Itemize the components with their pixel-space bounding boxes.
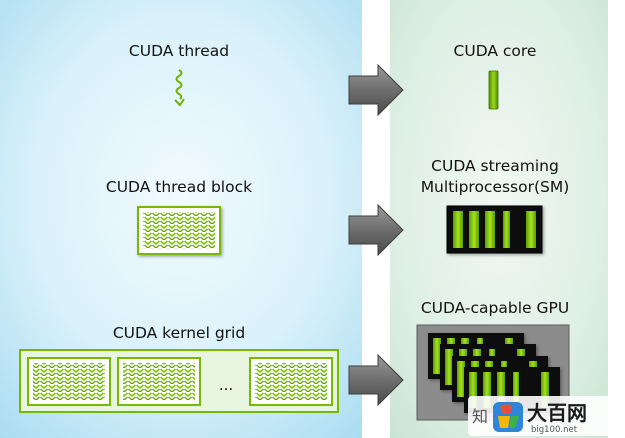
- grid-block-2: [117, 357, 201, 406]
- arrow-thread-to-core-icon: [348, 63, 404, 117]
- sm-label-line1: CUDA streaming: [431, 157, 559, 175]
- arrow-grid-to-gpu-icon: [348, 353, 404, 407]
- right-margin: [608, 0, 625, 438]
- grid-block-1: [27, 357, 111, 406]
- grid-ellipsis: ...: [219, 376, 233, 394]
- watermark-logo-icon: [493, 402, 523, 432]
- sm-label-line2: Multiprocessor(SM): [421, 178, 570, 196]
- watermark-url: big100.net: [531, 425, 578, 435]
- thread-block-label: CUDA thread block: [106, 178, 252, 196]
- watermark-zhi: 知: [472, 407, 488, 426]
- cuda-core-icon: [488, 70, 499, 110]
- kernel-grid-icon: ...: [19, 349, 339, 413]
- arrow-block-to-sm-icon: [348, 203, 404, 257]
- gpu-label: CUDA-capable GPU: [421, 299, 569, 317]
- kernel-grid-label: CUDA kernel grid: [113, 324, 245, 342]
- watermark-title: 大百网: [527, 401, 587, 425]
- thread-label: CUDA thread: [129, 42, 229, 60]
- site-watermark: 知 大百网 big100.net: [468, 396, 616, 436]
- core-label: CUDA core: [454, 42, 537, 60]
- streaming-multiprocessor-icon: [446, 205, 543, 254]
- grid-block-n: [249, 357, 333, 406]
- thread-block-icon: [137, 206, 221, 255]
- thread-squiggle-icon: [174, 69, 185, 107]
